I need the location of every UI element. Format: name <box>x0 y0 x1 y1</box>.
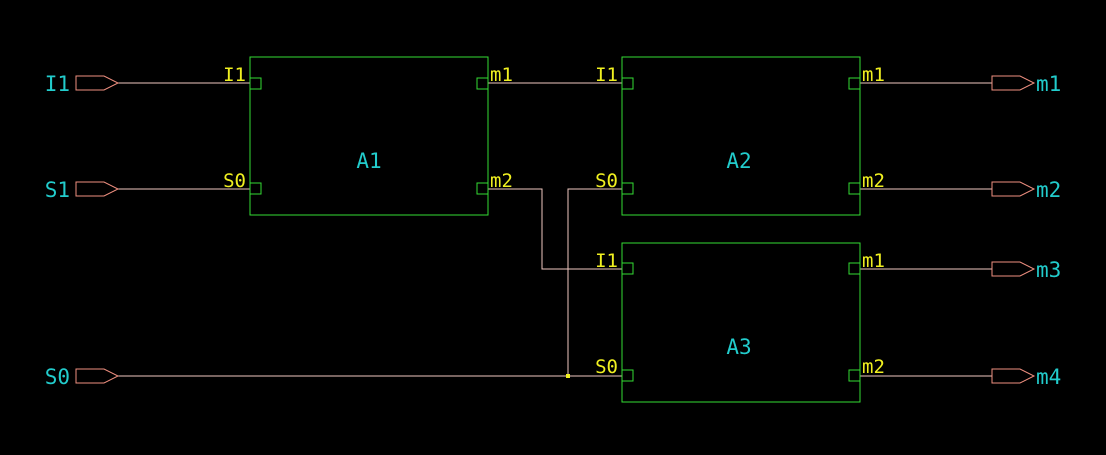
block-A2-pin-S0[interactable] <box>621 182 634 195</box>
block-A1[interactable]: I1 S0 m1 m2 A1 <box>223 56 513 216</box>
input-port-S0-label: S0 <box>45 365 70 389</box>
block-A1-body[interactable] <box>249 56 489 216</box>
block-A2-pin-label-m1: m1 <box>862 64 885 86</box>
block-A2-pin-m2[interactable] <box>848 182 861 195</box>
block-A1-pin-I1[interactable] <box>249 77 262 90</box>
block-A3-pin-label-m2: m2 <box>862 356 885 378</box>
block-A2-pin-I1[interactable] <box>621 77 634 90</box>
output-port-m1-label: m1 <box>1036 72 1061 96</box>
block-A1-pin-label-I1: I1 <box>223 64 246 86</box>
block-A2[interactable]: I1 S0 m1 m2 A2 <box>595 56 885 216</box>
junction-dot <box>566 374 570 378</box>
input-port-I1-label: I1 <box>45 72 70 96</box>
block-A2-pin-label-I1: I1 <box>595 64 618 86</box>
input-port-S1-connector[interactable] <box>75 181 120 197</box>
block-A2-pin-label-S0: S0 <box>595 170 618 192</box>
wire-S0-to-A2-S0 <box>567 188 622 376</box>
block-A1-pin-m2[interactable] <box>476 182 489 195</box>
input-port-S1[interactable]: S1 <box>45 178 120 202</box>
output-port-m4-connector[interactable] <box>991 368 1036 384</box>
block-A3-pin-I1[interactable] <box>621 262 634 275</box>
block-A3[interactable]: I1 S0 m1 m2 A3 <box>595 242 885 403</box>
output-port-m1[interactable]: m1 <box>991 72 1061 96</box>
block-A3-pin-label-S0: S0 <box>595 356 618 378</box>
block-A2-body[interactable] <box>621 56 861 216</box>
output-port-m2-connector[interactable] <box>991 181 1036 197</box>
block-A3-body[interactable] <box>621 242 861 403</box>
block-A3-pin-label-m1: m1 <box>862 250 885 272</box>
output-port-m4[interactable]: m4 <box>991 365 1061 389</box>
block-A3-pin-label-I1: I1 <box>595 250 618 272</box>
block-A1-pin-label-m1: m1 <box>490 64 513 86</box>
output-port-m4-label: m4 <box>1036 365 1061 389</box>
block-A1-label: A1 <box>356 149 381 173</box>
block-A2-pin-m1[interactable] <box>848 77 861 90</box>
block-A3-pin-m2[interactable] <box>848 369 861 382</box>
block-A1-pin-m1[interactable] <box>476 77 489 90</box>
input-port-S0[interactable]: S0 <box>45 365 120 389</box>
input-port-S0-connector[interactable] <box>75 368 120 384</box>
input-port-I1[interactable]: I1 <box>45 72 120 96</box>
block-A3-pin-m1[interactable] <box>848 262 861 275</box>
wire-A1-m2-to-A3-I1 <box>488 188 622 270</box>
output-port-m1-connector[interactable] <box>991 75 1036 91</box>
output-port-m2[interactable]: m2 <box>991 178 1061 202</box>
block-A2-pin-label-m2: m2 <box>862 170 885 192</box>
wires <box>118 82 992 377</box>
block-A3-label: A3 <box>726 335 751 359</box>
output-port-m2-label: m2 <box>1036 178 1061 202</box>
output-port-m3-label: m3 <box>1036 258 1061 282</box>
output-port-m3[interactable]: m3 <box>991 258 1061 282</box>
block-A3-pin-S0[interactable] <box>621 369 634 382</box>
input-port-S1-label: S1 <box>45 178 70 202</box>
block-A1-pin-label-S0: S0 <box>223 170 246 192</box>
block-A1-pin-S0[interactable] <box>249 182 262 195</box>
block-A1-pin-label-m2: m2 <box>490 170 513 192</box>
output-port-m3-connector[interactable] <box>991 261 1036 277</box>
input-port-I1-connector[interactable] <box>75 75 120 91</box>
block-A2-label: A2 <box>726 149 751 173</box>
